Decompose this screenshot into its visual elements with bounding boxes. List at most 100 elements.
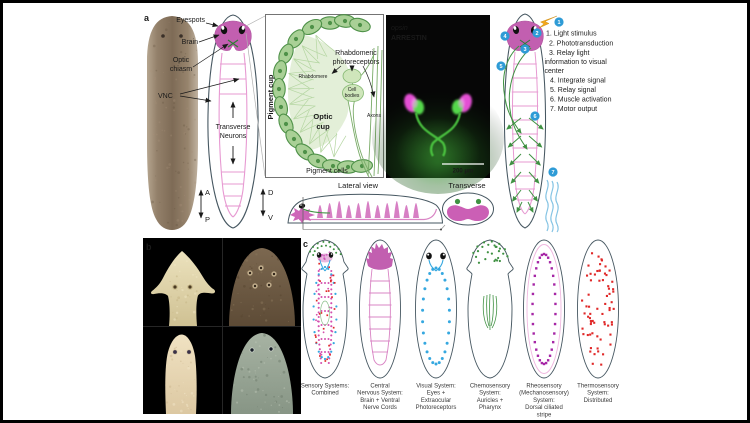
step-badges: 1 2 3 4 5 6 7 xyxy=(496,17,564,177)
cell-body-upper xyxy=(342,68,362,84)
cell-bodies-label-1: Cell xyxy=(348,87,357,93)
system-visual xyxy=(415,239,457,379)
lateral-optic-nerve xyxy=(302,208,331,214)
pathway-eyespot-left-glint xyxy=(513,26,517,30)
caption-cns-3: Brain + Ventral xyxy=(360,398,400,404)
pigment-cup-cells xyxy=(272,14,374,174)
tl-eyespot-left xyxy=(173,285,177,289)
pigment-cup-inset: Pigment cup Rhabdomeric photoreceptors R… xyxy=(245,14,384,178)
system-rheosensory-outline xyxy=(523,239,565,379)
caption-combined-1: Sensory Systems: xyxy=(301,384,350,390)
panel-c: c xyxy=(301,239,619,418)
panel-a: a Transverse Neurons xyxy=(144,13,613,233)
step-line-3c: center xyxy=(545,68,565,75)
step-line-1: 1. Light stimulus xyxy=(546,31,597,38)
combined-pharynx xyxy=(320,300,330,326)
lightning-bolt-icon xyxy=(538,15,558,29)
eyespot-left xyxy=(220,25,228,35)
caption-chemo-3: Auricles + xyxy=(477,398,504,404)
section-connector-dot xyxy=(440,228,442,231)
rhabdomeric-label-2: photoreceptors xyxy=(333,59,380,66)
panel-c-label: c xyxy=(303,239,308,249)
opsin-label: opsin xyxy=(391,25,408,32)
photo-head-pale xyxy=(165,334,197,414)
caption-visual-3: Extraocular xyxy=(421,398,451,404)
step-badge-5-num: 5 xyxy=(499,64,502,70)
br-eyespot-left xyxy=(250,348,254,352)
optic-cup-label-1: Optic xyxy=(313,112,332,121)
caption-thermo-3: Distributed xyxy=(584,398,613,404)
cns-brain xyxy=(366,243,393,270)
visual-eye-right-glint xyxy=(442,253,445,256)
combined-eye-left-glint xyxy=(317,253,320,255)
transverse-dorsal-stripe-left xyxy=(454,198,461,205)
lateral-view: Lateral view D V xyxy=(260,181,446,231)
caption-rheo-3: System: xyxy=(533,398,555,404)
transverse-neurons-label-2: Neurons xyxy=(220,133,247,140)
planarian-photo-body xyxy=(147,16,198,230)
caption-thermo-2: System: xyxy=(587,391,609,397)
panel-b-label: b xyxy=(146,242,152,252)
planarian-photo xyxy=(147,16,198,230)
visual-eye-right xyxy=(440,252,446,260)
anterior-label: A xyxy=(205,188,210,197)
transverse-dorsal-stripe-right xyxy=(475,198,482,205)
step-badge-7-num: 7 xyxy=(551,170,554,176)
system-thermosensory xyxy=(577,239,619,379)
br-eyespot-right xyxy=(269,347,273,351)
lateral-view-label: Lateral view xyxy=(338,181,379,190)
visual-eye-left xyxy=(426,252,432,260)
step-badge-3-num: 3 xyxy=(523,47,526,53)
step-line-3b: information to visual xyxy=(545,59,608,66)
chemosensory-dots xyxy=(472,240,509,264)
visual-eye-left-glint xyxy=(427,253,430,256)
combined-eye-right-glint xyxy=(330,253,333,255)
eyespots-label: Eyespots xyxy=(176,17,205,24)
step-badge-6: 6 xyxy=(530,111,540,121)
caption-rheo-1: Rheosensory xyxy=(526,384,561,390)
bl-eyespot-left xyxy=(173,350,177,354)
panel-a-label: a xyxy=(144,13,150,23)
transverse-section: Transverse xyxy=(442,181,494,226)
posterior-label: P xyxy=(205,215,210,224)
schematic-worm-dorsal: Transverse Neurons xyxy=(207,14,259,229)
rheosensory-inner-line xyxy=(526,244,562,374)
eyespot-right xyxy=(238,25,246,35)
system-rheosensory xyxy=(523,239,565,379)
planarian-photo-texture xyxy=(147,18,198,228)
signal-pathway-worm: 1 2 3 4 5 6 7 xyxy=(496,13,564,233)
lateral-worm-outline xyxy=(287,193,444,224)
step-badge-1: 1 xyxy=(554,17,564,27)
combined-eye-left xyxy=(316,252,322,258)
system-combined xyxy=(301,239,349,379)
motor-output-cilia xyxy=(545,179,559,233)
visual-optic-nerves xyxy=(428,259,444,272)
caption-chemo-4: Pharynx xyxy=(479,405,501,411)
caption-cns-4: Nerve Cords xyxy=(363,405,397,411)
photo-eyespot-right xyxy=(179,34,183,38)
system-visual-outline xyxy=(415,239,457,379)
step-badge-1-num: 1 xyxy=(557,20,560,26)
cell-bodies-label-2: bodies xyxy=(345,93,360,99)
system-chemosensory-outline xyxy=(466,239,514,379)
step-badge-4-num: 4 xyxy=(503,34,507,40)
cns-ladder xyxy=(368,268,392,366)
zoom-line-top xyxy=(245,15,266,27)
dorsal-ciliated-stripe-dots xyxy=(531,252,557,366)
system-combined-outline xyxy=(301,239,349,379)
ventral-label: V xyxy=(268,213,273,222)
system-captions: Sensory Systems: Combined Central Nervou… xyxy=(301,384,619,419)
pigment-cup-side-label: Pigment cup xyxy=(266,74,275,119)
combined-optic-nerves xyxy=(319,259,331,272)
combined-sensory-dots xyxy=(309,240,342,365)
system-cns-outline xyxy=(359,239,401,379)
caption-chemo-2: System: xyxy=(479,391,501,397)
step-line-3: 3. Relay light xyxy=(549,50,590,57)
transverse-label: Transverse xyxy=(448,181,485,190)
caption-rheo-5: stripe xyxy=(537,412,552,418)
panel-b: b xyxy=(143,238,301,414)
brain-label: Brain xyxy=(182,39,198,46)
anterior-posterior-axis: A P xyxy=(198,188,210,224)
